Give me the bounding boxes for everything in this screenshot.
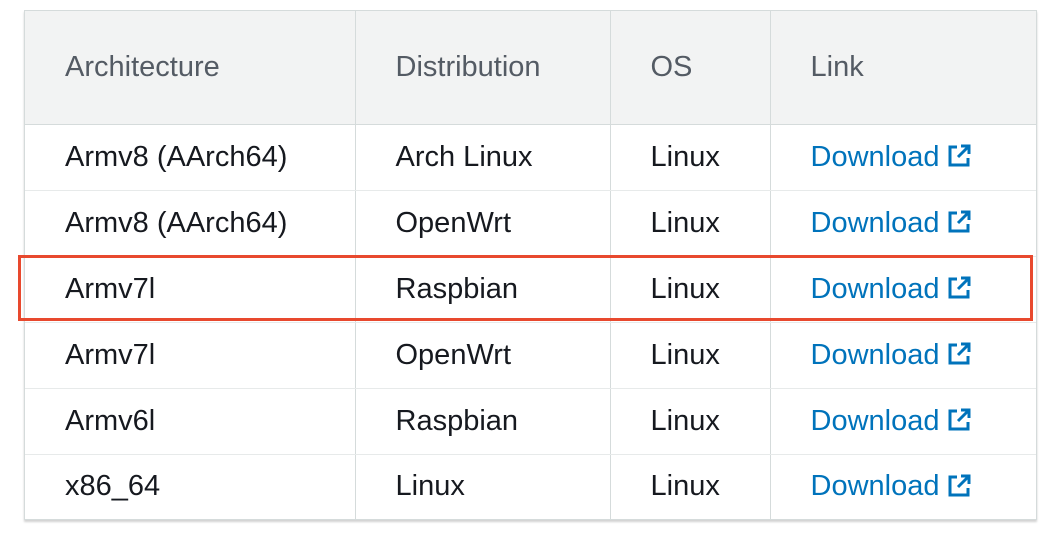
download-link-label: Download (810, 140, 940, 173)
download-link-label: Download (810, 206, 940, 239)
architecture-cell: Armv7l (25, 256, 356, 323)
external-link-icon (948, 342, 971, 365)
downloads-table: Architecture Distribution OS Link Armv8 … (24, 10, 1037, 520)
table-row: Armv7l OpenWrt Linux Download (25, 322, 1036, 389)
column-header-distribution: Distribution (355, 11, 611, 125)
column-header-link: Link (770, 11, 1036, 125)
distribution-cell: OpenWrt (355, 322, 611, 389)
download-link-label: Download (810, 272, 940, 305)
external-link-icon (948, 276, 971, 299)
download-link[interactable]: Download (811, 339, 972, 372)
os-cell: Linux (610, 388, 771, 455)
column-header-os: OS (610, 11, 771, 125)
architecture-cell: x86_64 (25, 454, 356, 519)
table-row: Armv8 (AArch64) Arch Linux Linux Downloa… (25, 124, 1036, 191)
download-link[interactable]: Download (811, 273, 972, 306)
link-cell: Download (770, 124, 1036, 191)
download-link[interactable]: Download (811, 470, 972, 503)
link-cell: Download (770, 322, 1036, 389)
table-row: Armv6l Raspbian Linux Download (25, 388, 1036, 455)
table-row-highlighted: Armv7l Raspbian Linux Download (25, 256, 1036, 323)
column-header-architecture: Architecture (25, 11, 356, 125)
link-cell: Download (770, 454, 1036, 519)
os-cell: Linux (610, 256, 771, 323)
download-link-label: Download (810, 470, 940, 503)
download-link[interactable]: Download (811, 405, 972, 438)
distribution-cell: Raspbian (355, 388, 611, 455)
download-link-label: Download (810, 404, 940, 437)
os-cell: Linux (610, 190, 771, 257)
os-cell: Linux (610, 454, 771, 519)
distribution-cell: Raspbian (355, 256, 611, 323)
external-link-icon (948, 210, 971, 233)
os-cell: Linux (610, 124, 771, 191)
external-link-icon (948, 474, 971, 497)
download-link[interactable]: Download (811, 141, 972, 174)
download-link[interactable]: Download (811, 207, 972, 240)
table-header-row: Architecture Distribution OS Link (25, 11, 1036, 125)
table-row: x86_64 Linux Linux Download (25, 454, 1036, 519)
distribution-cell: OpenWrt (355, 190, 611, 257)
architecture-cell: Armv8 (AArch64) (25, 124, 356, 191)
distribution-cell: Arch Linux (355, 124, 611, 191)
distribution-cell: Linux (355, 454, 611, 519)
architecture-cell: Armv7l (25, 322, 356, 389)
external-link-icon (948, 408, 971, 431)
link-cell: Download (770, 256, 1036, 323)
download-link-label: Download (810, 338, 940, 371)
architecture-cell: Armv6l (25, 388, 356, 455)
table-row: Armv8 (AArch64) OpenWrt Linux Download (25, 190, 1036, 257)
architecture-cell: Armv8 (AArch64) (25, 190, 356, 257)
os-cell: Linux (610, 322, 771, 389)
link-cell: Download (770, 388, 1036, 455)
external-link-icon (948, 144, 971, 167)
link-cell: Download (770, 190, 1036, 257)
